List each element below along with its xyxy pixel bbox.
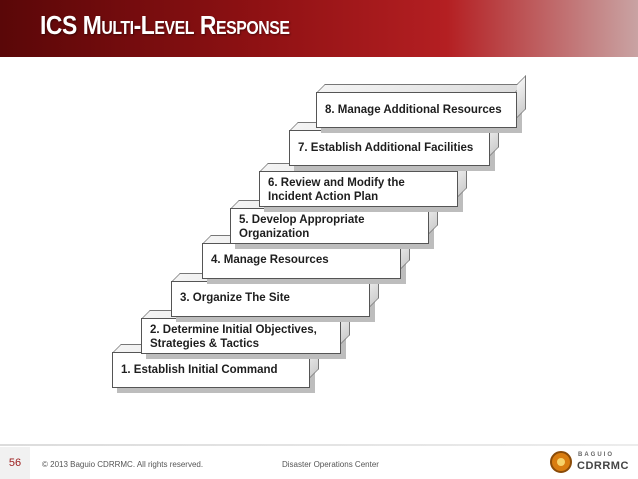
step-4: 4. Manage Resources — [202, 243, 401, 279]
slide-title: ICS Multi-Level Response — [40, 10, 290, 40]
step-5: 5. Develop Appropriate Organization — [230, 208, 429, 244]
step-7-label: 7. Establish Additional Facilities — [298, 142, 474, 154]
footer-center-text: Disaster Operations Center — [282, 460, 379, 469]
step-4-label: 4. Manage Resources — [211, 254, 329, 266]
step-7: 7. Establish Additional Facilities — [289, 130, 490, 166]
step-3-label: 3. Organize The Site — [180, 292, 290, 304]
step-8-label: 8. Manage Additional Resources — [325, 104, 502, 116]
step-5-label: 5. Develop Appropriate Organization — [239, 214, 365, 240]
copyright-text: © 2013 Baguio CDRRMC. All rights reserve… — [42, 460, 204, 469]
step-2-label: 2. Determine Initial Objectives, Strateg… — [150, 324, 317, 350]
cdrrmc-seal-icon — [550, 451, 572, 473]
step-8: 8. Manage Additional Resources — [316, 92, 517, 128]
step-2: 2. Determine Initial Objectives, Strateg… — [141, 318, 341, 354]
step-1-label: 1. Establish Initial Command — [121, 364, 278, 376]
footer-divider — [0, 444, 638, 446]
logo-wordmark: CDRRMC — [577, 460, 629, 472]
step-6: 6. Review and Modify the Incident Action… — [259, 171, 458, 207]
logo-subtitle: BAGUIO — [578, 452, 614, 458]
step-6-label: 6. Review and Modify the Incident Action… — [268, 177, 405, 203]
step-3: 3. Organize The Site — [171, 281, 370, 317]
step-1: 1. Establish Initial Command — [112, 352, 310, 388]
slide-number: 56 — [0, 447, 30, 479]
title-banner: ICS Multi-Level Response — [0, 0, 638, 57]
